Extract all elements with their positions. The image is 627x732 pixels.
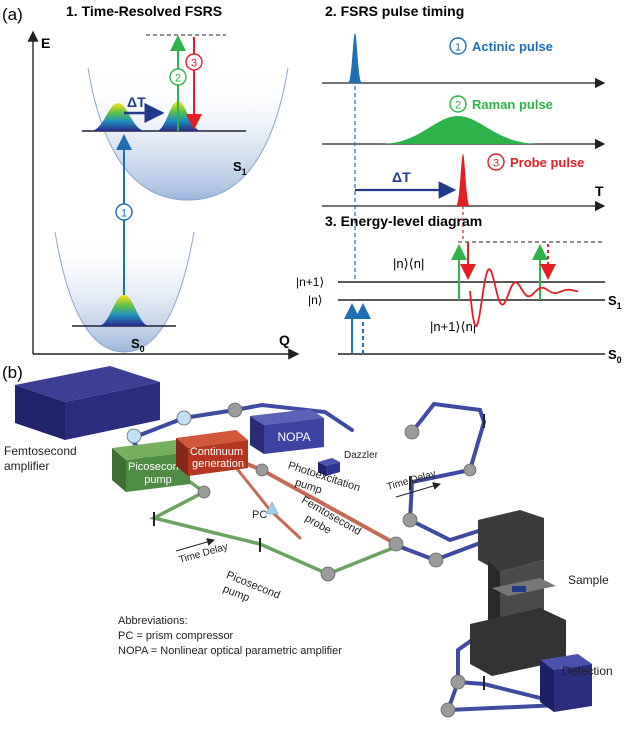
blue-beam-nopa-out [408,401,487,522]
sample-label: Sample [568,573,609,587]
section-1-time-resolved-fsrs: 1. Time-Resolved FSRS E Q ΔT S1 S0 1 2 3 [27,3,300,360]
level-n-label: |n⟩ [308,293,322,307]
circle-2-icon [169,68,187,86]
picosecond-pump-box [112,440,190,492]
level-n-plus-1-label: |n+1⟩ [296,275,324,289]
panel-a-label: (a) [2,5,23,24]
section-3-energy-level-diagram: 3. Energy-level diagram |n+1⟩ |n⟩ |n⟩⟨n|… [296,213,622,365]
s0-label-3: S0 [608,347,622,365]
actinic-pulse-label: Actinic pulse [472,39,553,54]
probe-prism-path [236,468,302,540]
blue-beam-to-sample [408,518,490,543]
femtosecond-probe-label: Femtosecond probe [292,494,365,551]
probe-number-icon [487,153,505,171]
mirror-mounts [153,414,485,690]
section-2-title: 2. FSRS pulse timing [325,3,464,19]
circle-3-icon [185,53,203,71]
picosecond-pump-beam [149,464,400,576]
probe-pulse-shape [456,154,470,206]
wavepacket-ground [98,295,150,326]
raman-pulse-shape [380,116,540,144]
time-delay-lower-arrow [175,538,215,552]
energy-axis-label: E [41,35,50,51]
prism-icon [265,501,279,515]
actinic-number: 1 [455,42,461,54]
combined-beam [396,538,490,563]
section-3-title: 3. Energy-level diagram [325,213,482,229]
s1-potential-well [87,67,289,201]
picosecond-pump-box-label: Picosecond pump [128,461,188,486]
panel-b-label: (b) [2,363,23,382]
dazzler-box [318,458,340,476]
circle-1-text: 1 [121,208,127,220]
wavepacket-initial [90,103,146,131]
delta-t-label-1: ΔT [127,94,146,110]
blue-beam-main [138,402,354,437]
coherence-bottom-label: |n+1⟩⟨n| [430,319,476,334]
abbreviations-block: Abbreviations: PC = prism compressor NOP… [118,615,342,657]
coherence-top-label: |n⟩⟨n| [393,256,424,271]
dazzler-label: Dazzler [344,450,379,461]
s1-label: S1 [233,159,247,177]
s1-label-3: S1 [608,293,622,311]
delta-t-label-2: ΔT [392,169,411,185]
microscope-sample-stage [470,510,566,676]
circle-2-text: 2 [175,73,181,85]
detection-label: Detection [562,664,613,678]
time-axis-label: T [595,183,604,199]
raman-pulse-label: Raman pulse [472,97,553,112]
femtosecond-amplifier-box [15,366,160,440]
probe-number: 3 [493,158,499,170]
pc-label: PC [252,509,267,521]
picosecond-pump-beam-label: Picosecond pump [219,569,284,616]
actinic-number-icon [449,37,467,55]
nopa-label: NOPA [277,430,310,444]
section-2-pulse-timing: 2. FSRS pulse timing 1 Actinic pulse 2 R… [322,3,606,280]
raman-number: 2 [455,100,461,112]
section-1-title: 1. Time-Resolved FSRS [66,3,222,19]
probe-pulse-label: Probe pulse [510,155,584,170]
time-delay-upper-arrow [395,482,441,498]
s0-label: S0 [131,336,145,354]
circle-1-icon [115,203,133,221]
detection-box [540,654,592,712]
q-axis-label: Q [279,332,290,348]
nopa-box [250,409,324,454]
continuum-generation-box [176,430,248,476]
coherence-decay-wave [469,268,579,328]
time-delay-lower-label: Time Delay [178,541,229,565]
femtosecond-amplifier-label: Femtosecond amplifier [4,444,80,473]
actinic-pulse-shape [348,33,362,83]
continuum-generation-label: Continuum generation [190,446,246,470]
raman-number-icon [449,95,467,113]
circle-3-text: 3 [191,58,197,70]
